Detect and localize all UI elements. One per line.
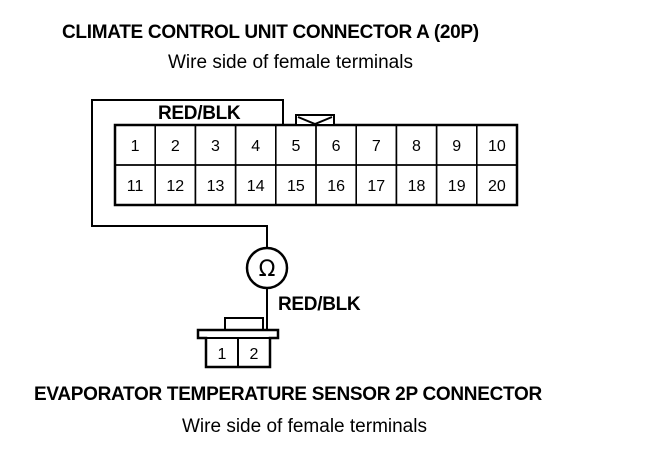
pin-label-16: 16 [327, 178, 345, 195]
pin-label-1: 1 [131, 138, 140, 155]
pin-label-5: 5 [291, 138, 300, 155]
pin-label-12: 12 [166, 178, 184, 195]
pin-label-18: 18 [408, 178, 426, 195]
ohm-symbol: Ω [259, 257, 276, 282]
pin-cell-20 [476, 164, 518, 206]
pin-label-14: 14 [247, 178, 265, 195]
connector-a-wire-label: RED/BLK [158, 103, 241, 124]
pin-label-3: 3 [211, 138, 220, 155]
pin-label-13: 13 [207, 178, 225, 195]
pin-label-4: 4 [251, 138, 260, 155]
sensor-connector-subtitle: Wire side of female terminals [182, 416, 427, 437]
sensor-connector-body [196, 317, 280, 369]
pin-label-19: 19 [448, 178, 466, 195]
sensor-pin-label-1: 1 [218, 346, 227, 363]
sensor-pin-label-2: 2 [250, 346, 259, 363]
pin-label-17: 17 [367, 178, 385, 195]
connector-a-lock-tab [295, 114, 335, 126]
pin-label-15: 15 [287, 178, 305, 195]
sensor-wire-label: RED/BLK [278, 294, 361, 315]
connector-a-subtitle: Wire side of female terminals [168, 52, 413, 73]
pin-label-9: 9 [452, 138, 461, 155]
wire-pin5-to-meter [91, 99, 284, 248]
pin-label-7: 7 [372, 138, 381, 155]
pin-label-6: 6 [332, 138, 341, 155]
pin-label-10: 10 [488, 138, 506, 155]
connector-a-title: CLIMATE CONTROL UNIT CONNECTOR A (20P) [62, 22, 479, 43]
pin-label-20: 20 [488, 178, 506, 195]
sensor-connector-title: EVAPORATOR TEMPERATURE SENSOR 2P CONNECT… [34, 384, 542, 405]
pin-label-2: 2 [171, 138, 180, 155]
pin-label-11: 11 [127, 178, 144, 195]
pin-label-8: 8 [412, 138, 421, 155]
